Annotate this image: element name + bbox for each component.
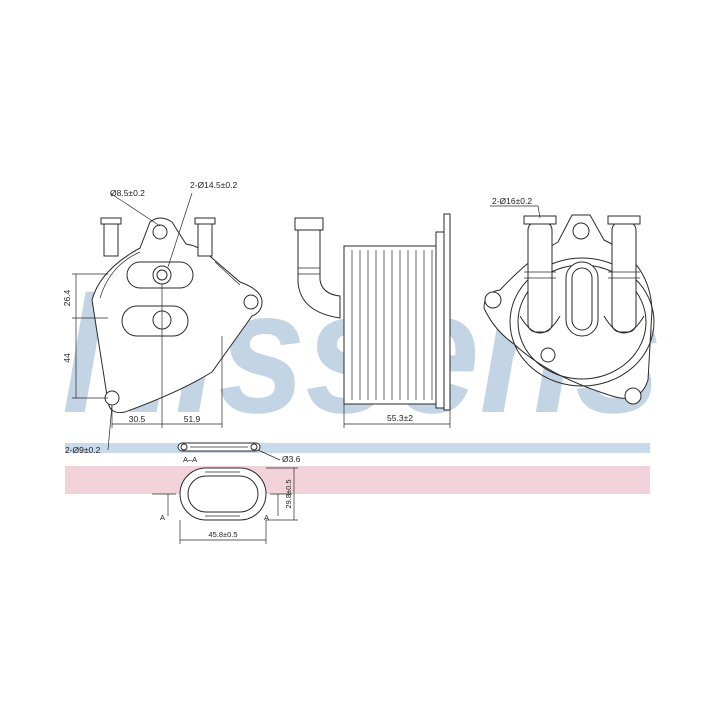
pink-band xyxy=(65,466,650,494)
dim-horizontal-1: 30.5 xyxy=(129,414,146,424)
rear-center-hole xyxy=(540,347,556,363)
section-height-label: 29.8±0.5 xyxy=(284,479,293,508)
rear-pipe-right-cap xyxy=(607,215,641,225)
side-pipe-cap xyxy=(294,217,324,231)
section-width-label: 45.8±0.5 xyxy=(208,530,237,539)
side-width-label: 55.3±2 xyxy=(387,413,413,423)
section-view xyxy=(152,442,298,544)
front-top-hole xyxy=(152,224,168,240)
front-side-hole xyxy=(243,294,259,310)
rear-bottom-hole xyxy=(624,387,642,405)
dim-vertical-1: 26.4 xyxy=(62,289,72,306)
front-inner-contour xyxy=(99,251,241,299)
rear-view xyxy=(483,205,655,405)
dim-vertical-2: 44 xyxy=(62,353,72,363)
rear-pipe-label: 2-Ø16±0.2 xyxy=(492,196,532,206)
rear-left-hole xyxy=(484,291,502,309)
bolt-label: 2-Ø9±0.2 xyxy=(65,445,101,455)
rear-center-slot xyxy=(565,261,599,337)
section-marker-left: A xyxy=(160,513,165,522)
section-thickness-label: Ø3.6 xyxy=(282,454,301,464)
front-pipe-left-cap xyxy=(100,217,122,225)
blue-band xyxy=(65,443,650,453)
section-label: A–A xyxy=(183,455,197,464)
hole-top-label: Ø8.5±0.2 xyxy=(110,188,145,198)
section-marker-right: A xyxy=(264,513,269,522)
side-flange xyxy=(443,213,451,411)
rear-pipe-right xyxy=(611,221,637,333)
side-view xyxy=(294,213,451,428)
section-gasket-inner xyxy=(187,475,259,513)
rear-body-ring xyxy=(509,257,655,387)
rear-top-hole xyxy=(572,222,590,240)
dim-horizontal-2: 51.9 xyxy=(184,414,201,424)
front-view xyxy=(72,192,263,451)
side-end-plate xyxy=(435,231,445,409)
side-bent-pipe xyxy=(297,227,341,319)
side-core xyxy=(343,245,437,405)
section-gasket-outer xyxy=(179,467,267,521)
front-pipe-right-cap xyxy=(194,217,216,225)
front-pipe-left xyxy=(103,221,119,257)
rear-pipe-left xyxy=(527,221,553,333)
port-label: 2-Ø14.5±0.2 xyxy=(190,180,237,190)
front-pipe-right xyxy=(197,221,213,257)
front-port-upper-inner xyxy=(156,269,168,281)
